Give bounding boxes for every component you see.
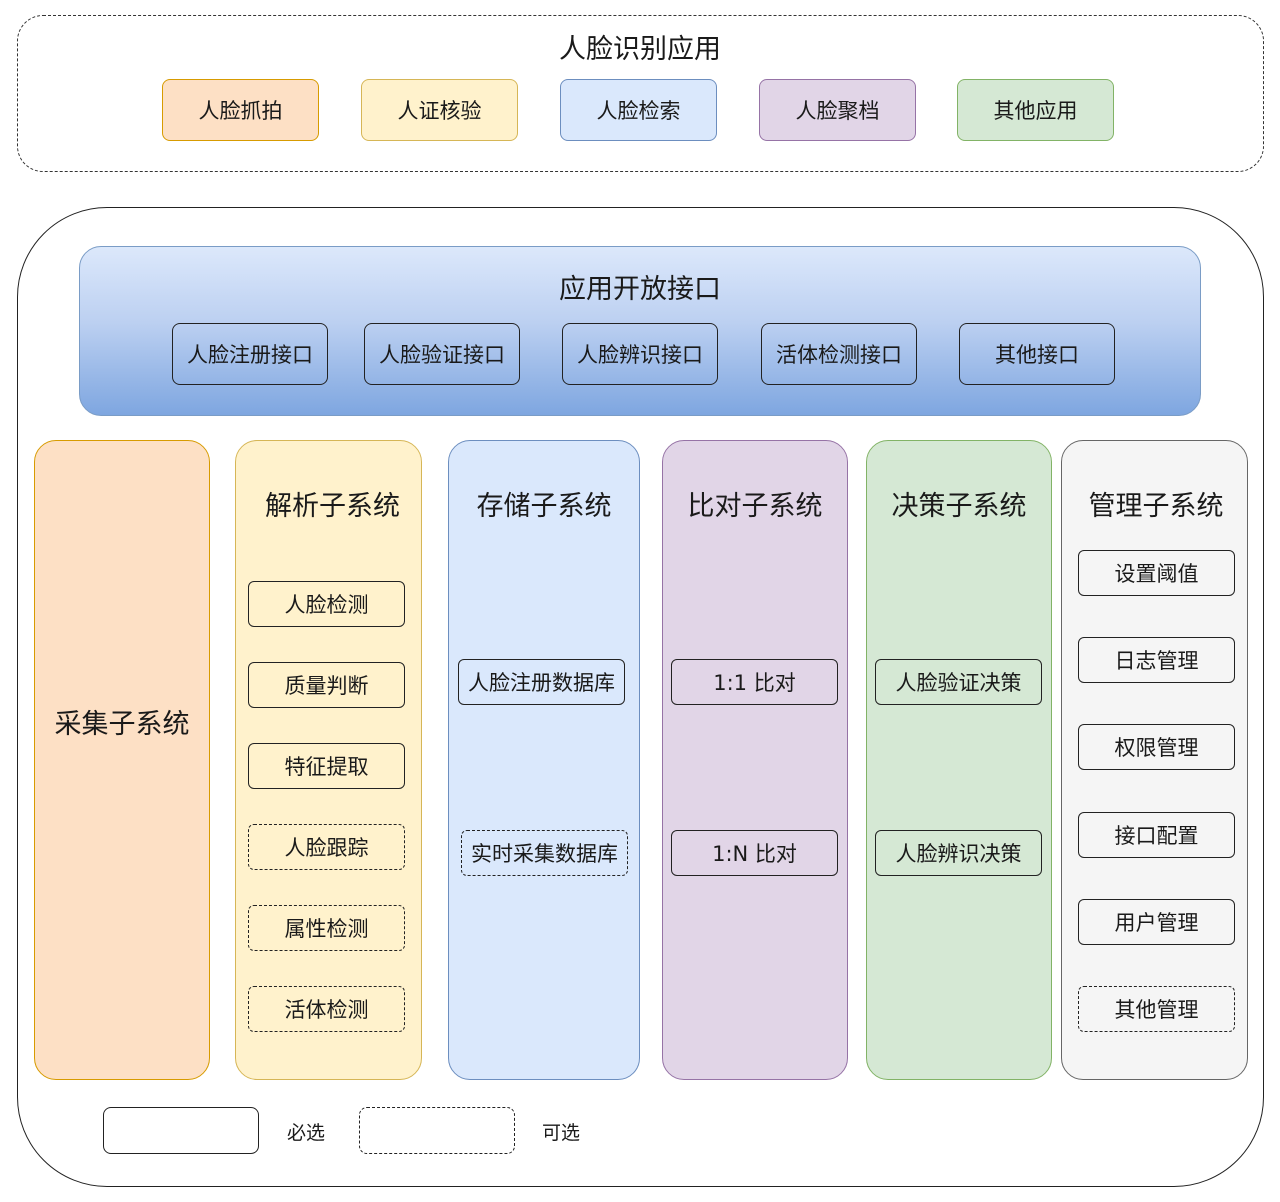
feature-extraction: 特征提取 bbox=[248, 743, 405, 789]
legend-optional-swatch bbox=[359, 1107, 515, 1154]
face-register-database: 人脸注册数据库 bbox=[458, 659, 625, 705]
face-verify-decision: 人脸验证决策 bbox=[875, 659, 1042, 705]
decision-subsystem bbox=[866, 440, 1052, 1080]
api-other: 其他接口 bbox=[959, 323, 1115, 385]
storage-subsystem bbox=[448, 440, 640, 1080]
log-management: 日志管理 bbox=[1078, 637, 1235, 683]
user-management: 用户管理 bbox=[1078, 899, 1235, 945]
realtime-capture-database: 实时采集数据库 bbox=[461, 830, 628, 876]
system-frame bbox=[17, 207, 1264, 1187]
analysis-subsystem bbox=[235, 440, 422, 1080]
permission-management: 权限管理 bbox=[1078, 724, 1235, 770]
one-to-one-comparison: 1:1 比对 bbox=[671, 659, 838, 705]
other-management: 其他管理 bbox=[1078, 986, 1235, 1032]
app-face-search: 人脸检索 bbox=[560, 79, 717, 141]
comparison-subsystem bbox=[662, 440, 848, 1080]
face-detection: 人脸检测 bbox=[248, 581, 405, 627]
capture-subsystem bbox=[34, 440, 210, 1080]
legend-optional-label: 可选 bbox=[542, 1122, 581, 1144]
api-liveness-detect: 活体检测接口 bbox=[761, 323, 917, 385]
api-face-identify: 人脸辨识接口 bbox=[562, 323, 718, 385]
legend-required-swatch bbox=[103, 1107, 259, 1154]
liveness-detection: 活体检测 bbox=[248, 986, 405, 1032]
set-threshold: 设置阈值 bbox=[1078, 550, 1235, 596]
one-to-n-comparison: 1:N 比对 bbox=[671, 830, 838, 876]
capture-subsystem-title: 采集子系统 bbox=[54, 708, 190, 740]
decision-subsystem-title: 决策子系统 bbox=[891, 490, 1027, 522]
application-layer-frame bbox=[17, 15, 1264, 172]
app-face-clustering: 人脸聚档 bbox=[759, 79, 916, 141]
face-tracking: 人脸跟踪 bbox=[248, 824, 405, 870]
open-api-title: 应用开放接口 bbox=[559, 273, 721, 305]
api-face-register: 人脸注册接口 bbox=[172, 323, 328, 385]
app-face-capture: 人脸抓拍 bbox=[162, 79, 319, 141]
application-layer-title: 人脸识别应用 bbox=[559, 33, 721, 65]
management-subsystem bbox=[1061, 440, 1248, 1080]
comparison-subsystem-title: 比对子系统 bbox=[687, 490, 823, 522]
open-api-panel bbox=[79, 246, 1201, 416]
api-face-verify: 人脸验证接口 bbox=[364, 323, 520, 385]
storage-subsystem-title: 存储子系统 bbox=[476, 490, 612, 522]
analysis-subsystem-title: 解析子系统 bbox=[265, 490, 400, 522]
management-subsystem-title: 管理子系统 bbox=[1088, 490, 1224, 522]
interface-configuration: 接口配置 bbox=[1078, 812, 1235, 858]
quality-judgement: 质量判断 bbox=[248, 662, 405, 708]
legend-required-label: 必选 bbox=[287, 1122, 326, 1144]
attribute-detection: 属性检测 bbox=[248, 905, 405, 951]
app-other: 其他应用 bbox=[957, 79, 1114, 141]
app-id-verification: 人证核验 bbox=[361, 79, 518, 141]
face-identify-decision: 人脸辨识决策 bbox=[875, 830, 1042, 876]
